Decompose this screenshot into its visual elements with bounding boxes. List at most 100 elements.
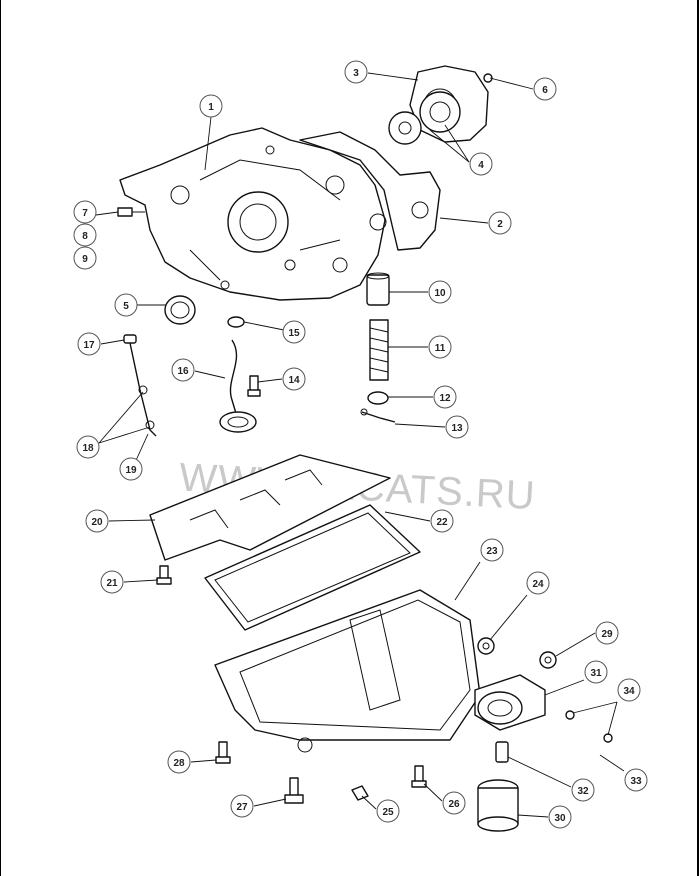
callout-label: 25: [382, 807, 394, 818]
callout-label: 30: [554, 813, 566, 824]
callout-16: 16: [171, 358, 195, 382]
callout-14: 14: [282, 367, 306, 391]
callout-label: 26: [448, 799, 460, 810]
callout-label: 17: [83, 340, 95, 351]
callout-label: 22: [436, 517, 448, 528]
callout-31: 31: [584, 660, 608, 684]
callout-26: 26: [442, 791, 466, 815]
pan-bolt-28: [215, 741, 231, 764]
callout-1: 1: [199, 94, 223, 118]
front-cover: [119, 127, 387, 301]
callout-label: 20: [91, 517, 103, 528]
oil-pan-gasket-inner: [214, 512, 411, 623]
callout-label: 7: [82, 208, 88, 219]
oil-cooler: [474, 674, 546, 731]
windage-tray: [149, 454, 391, 561]
callout-30: 30: [548, 805, 572, 829]
callout-label: 13: [451, 423, 463, 434]
cooler-connector: [495, 741, 509, 763]
clip-25: [351, 785, 369, 801]
callout-21: 21: [100, 570, 124, 594]
fitting-7-8-9: [117, 207, 145, 217]
callout-12: 12: [433, 385, 457, 409]
callout-label: 19: [125, 465, 137, 476]
callout-11: 11: [428, 335, 452, 359]
callout-label: 27: [236, 802, 248, 813]
callout-24: 24: [526, 571, 550, 595]
callout-label: 11: [435, 343, 446, 354]
tray-bolt: [156, 565, 172, 585]
pump-cover-screw: [483, 73, 493, 83]
callout-label: 6: [542, 85, 548, 96]
oil-filter: [477, 779, 519, 832]
callout-label: 8: [82, 231, 88, 242]
callout-19: 19: [119, 457, 143, 481]
callout-27: 27: [230, 794, 254, 818]
dipstick-tube: [123, 334, 157, 437]
crankshaft-seal: [164, 295, 196, 325]
callout-label: 34: [623, 686, 635, 697]
callout-2: 2: [488, 211, 512, 235]
callout-label: 15: [288, 328, 300, 339]
callout-label: 24: [532, 579, 544, 590]
cooler-hose: [565, 710, 613, 753]
callout-label: 1: [208, 102, 214, 113]
callout-32: 32: [571, 778, 595, 802]
gasket-hole: [411, 201, 429, 219]
front-cover-gasket: [299, 131, 441, 251]
callout-13: 13: [445, 415, 469, 439]
pickup-o-ring: [227, 316, 245, 328]
relief-valve-cap: [367, 391, 389, 405]
oil-filter-adapter-fitting: [477, 637, 495, 655]
pan-bolt-26: [411, 765, 427, 788]
callout-label: 10: [434, 288, 446, 299]
callout-label: 23: [486, 546, 498, 557]
oil-pan-gasket: [204, 504, 421, 631]
callout-label: 32: [577, 786, 589, 797]
leader-lines: [95, 72, 625, 818]
drain-plug: [539, 651, 557, 669]
callout-17: 17: [77, 332, 101, 356]
callout-29: 29: [595, 621, 619, 645]
callout-25: 25: [376, 799, 400, 823]
callout-5: 5: [114, 293, 138, 317]
callout-label: 16: [177, 366, 189, 377]
callout-7: 7: [73, 200, 97, 224]
callout-34: 34: [617, 678, 641, 702]
callout-18: 18: [76, 435, 100, 459]
oil-pan: [214, 589, 481, 753]
callout-4: 4: [469, 152, 493, 176]
callout-label: 29: [601, 629, 613, 640]
callout-28: 28: [167, 750, 191, 774]
callout-label: 12: [439, 393, 451, 404]
oil-pickup-tube: [219, 339, 257, 433]
callout-label: 4: [478, 160, 484, 171]
cotter-pin: [360, 408, 396, 423]
relief-valve-plunger: [366, 272, 390, 306]
callout-10: 10: [428, 280, 452, 304]
relief-valve-spring: [369, 319, 389, 381]
pan-stud-27: [284, 777, 304, 804]
pickup-bolt: [247, 375, 261, 397]
callout-label: 3: [353, 68, 359, 79]
callout-label: 28: [173, 758, 185, 769]
callout-label: 31: [590, 668, 602, 679]
callout-label: 2: [497, 219, 503, 230]
callout-3: 3: [344, 60, 368, 84]
callout-23: 23: [480, 538, 504, 562]
callout-label: 9: [82, 254, 88, 265]
callout-6: 6: [533, 77, 557, 101]
callout-label: 18: [82, 443, 94, 454]
callout-label: 21: [106, 578, 118, 589]
callout-8: 8: [73, 223, 97, 247]
callout-label: 33: [630, 776, 642, 787]
callout-label: 5: [123, 301, 129, 312]
callout-20: 20: [85, 509, 109, 533]
callout-label: 14: [288, 375, 300, 386]
callout-33: 33: [624, 768, 648, 792]
callout-22: 22: [430, 509, 454, 533]
oil-pump-rotors: [388, 91, 461, 145]
callout-15: 15: [282, 320, 306, 344]
callout-9: 9: [73, 246, 97, 270]
